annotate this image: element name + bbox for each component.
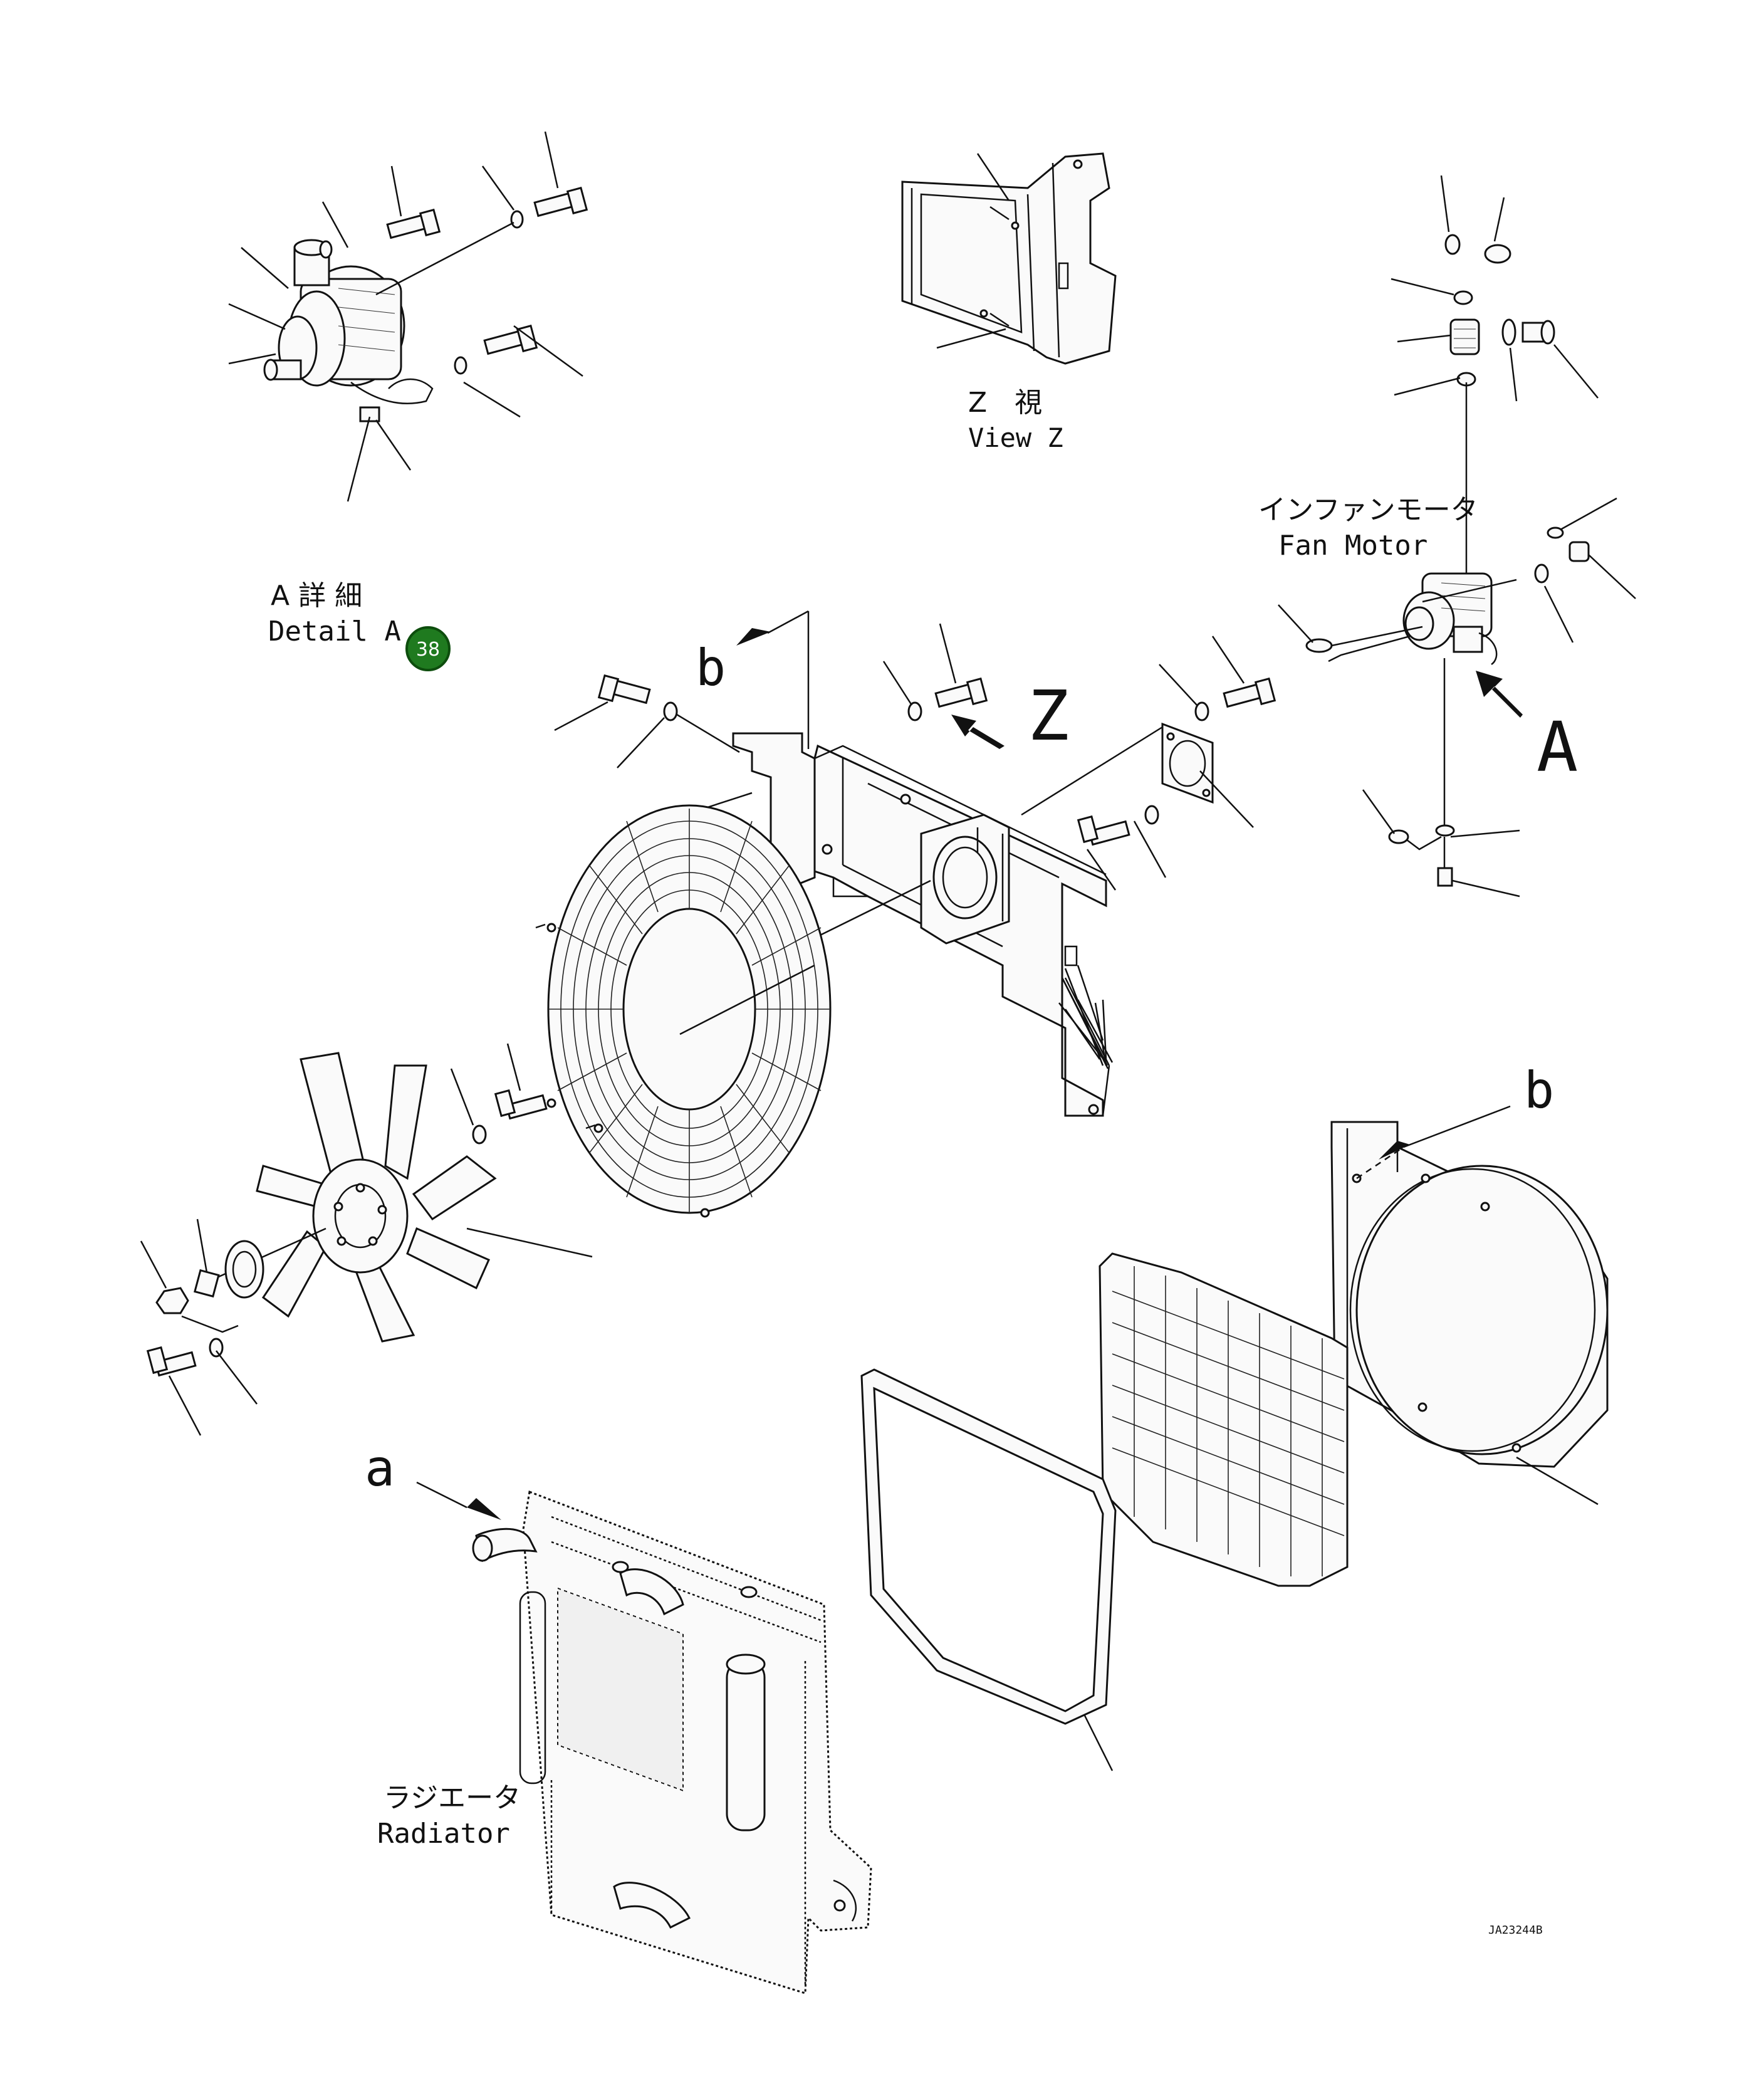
- oring-top-icon: [1444, 234, 1461, 255]
- detail-a-washer-1: [319, 240, 333, 259]
- detail-a-washer-3: [454, 356, 467, 375]
- frame-washer-right: [1194, 701, 1209, 721]
- radiator-seal-drawing: [860, 1368, 1117, 1725]
- perforated-screen-drawing: [1099, 1252, 1349, 1587]
- ref-letter-Z: Z: [1028, 676, 1069, 756]
- ref-letter-a-lower: a: [365, 1439, 395, 1497]
- fan-motor-label-jp: インファンモータ: [1258, 494, 1478, 526]
- radiator-drawing: [472, 1490, 872, 1995]
- detail-a-fan-motor-assembly: [263, 239, 434, 422]
- flange-washer: [1144, 805, 1159, 825]
- detail-a-washer-2: [510, 210, 524, 229]
- detail-a-leader-lines: [228, 131, 583, 502]
- callout-badge-number[interactable]: 38: [416, 639, 440, 661]
- shroud-ref-b-leader: [1403, 1105, 1511, 1148]
- fan-hub-bolt: [494, 1089, 548, 1120]
- frame-bolt-right: [1223, 677, 1276, 708]
- radiator-label-jp: ラジエータ: [384, 1782, 521, 1814]
- shroud-ref-b-arrow-icon: [1379, 1141, 1410, 1160]
- fan-motor-fittings-drawing: [1305, 234, 1590, 887]
- frame-washer-left: [663, 701, 678, 721]
- drawing-code: JA23244B: [1488, 1924, 1543, 1937]
- fan-axis-line: [200, 1227, 326, 1286]
- radiator-ref-a: [416, 1481, 501, 1520]
- view-z-bracket-drawing: [901, 152, 1117, 365]
- fan-pulley-and-fasteners: [146, 1240, 264, 1377]
- cooling-fan-blades-drawing: [256, 1052, 497, 1343]
- fan-blade-leader: [466, 1227, 593, 1258]
- fan-hub-washer-leader: [450, 1068, 474, 1126]
- flange-bolt: [1077, 815, 1130, 846]
- detail-a-bolt-upper: [386, 208, 441, 239]
- view-z-arrow-icon: [951, 715, 1005, 749]
- view-z-label-en: View Z: [968, 422, 1063, 453]
- callout-badge-circle[interactable]: [405, 626, 451, 671]
- detail-a-label-jp: A 詳 細: [271, 580, 362, 612]
- view-z-leader-bottom: [936, 328, 1006, 349]
- ref-letter-b-upper: b: [696, 639, 726, 697]
- callout-badge[interactable]: 38: [405, 626, 451, 671]
- fan-bracket-frame-drawing: [732, 732, 1107, 1117]
- fan-motor-label-en: Fan Motor: [1278, 530, 1427, 562]
- fan-hub-washer: [472, 1124, 487, 1145]
- detail-a-label-en: Detail A: [268, 616, 401, 647]
- fan-guard-leader: [679, 964, 815, 1035]
- frame-washer-center: [907, 701, 922, 721]
- fan-hub-bolt-leader: [506, 1043, 521, 1091]
- fan-shroud-leader: [1516, 1456, 1599, 1506]
- view-z-leader-top: [976, 153, 1010, 201]
- frame-bolt-center: [934, 677, 988, 708]
- fan-motor-leader-lines: [1278, 175, 1636, 898]
- fan-pulley-leaders: [140, 1218, 258, 1436]
- view-a-arrow-icon: [1476, 671, 1523, 718]
- fan-guard-mesh-drawing: [535, 804, 832, 1218]
- ref-letter-b-lower: b: [1524, 1061, 1554, 1119]
- radiator-label-en: Radiator: [377, 1818, 510, 1850]
- frame-bolt-left: [597, 674, 651, 705]
- view-z-label-jp: Z 視: [968, 387, 1042, 419]
- detail-a-bolt-top-right: [533, 186, 588, 217]
- ref-letter-A: A: [1537, 707, 1578, 787]
- detail-a-bolt-lower: [483, 324, 538, 355]
- motor-flange-plate: [1161, 722, 1214, 804]
- shroud-ref-b-line: [1356, 1146, 1404, 1180]
- seal-leader: [1083, 1714, 1114, 1771]
- fan-shroud-drawing: [1330, 1121, 1609, 1468]
